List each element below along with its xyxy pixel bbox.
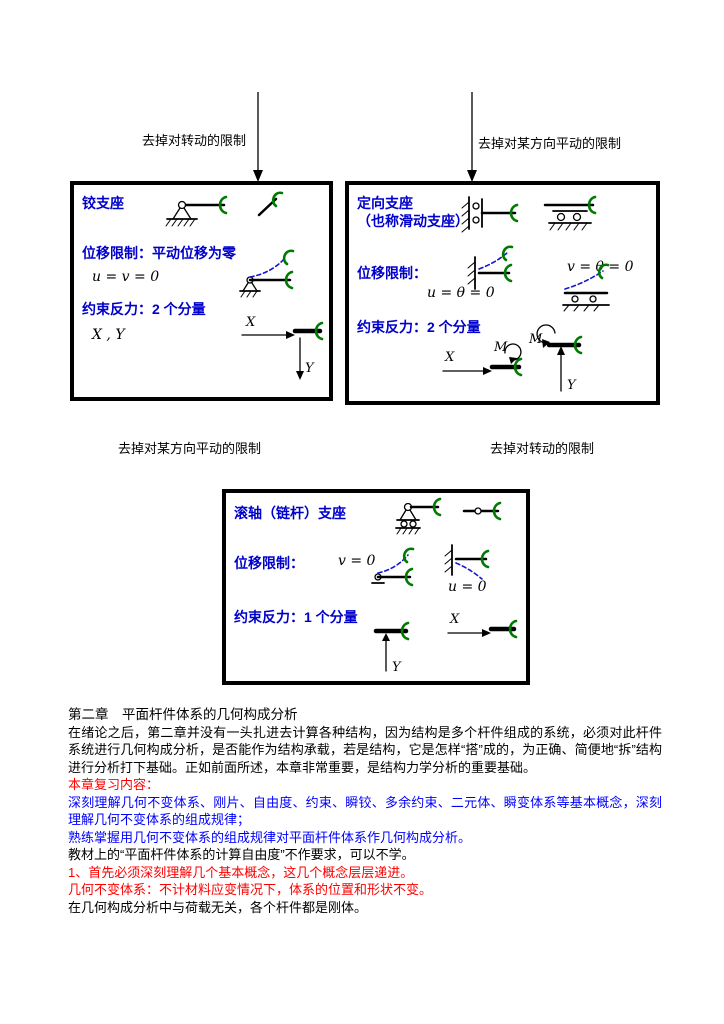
directional-deflection-right: [562, 263, 610, 312]
hinge-displacement-label: 位移限制：平动位移为零: [82, 245, 236, 261]
mid-left-caption: 去掉对某方向平动的限制: [118, 441, 262, 456]
directional-box-diagram: X M M Y: [442, 195, 610, 393]
review-item-2: 熟练掌握用几何不变体系的组成规律对平面杆件体系作几何构成分析。: [68, 829, 472, 845]
chapter-title: 第二章 平面杆件体系的几何构成分析: [68, 707, 298, 722]
pin-support-icon: [165, 200, 226, 227]
force-label-y: Y: [392, 660, 402, 675]
roller-eq-left: v = 0: [338, 553, 376, 569]
directional-displacement-label: 位移限制：: [357, 265, 427, 281]
body-text-section: 第二章 平面杆件体系的几何构成分析 在绪论之后，第二章并没有一头扎进去计算各种结…: [68, 706, 662, 916]
roller-box-diagram: Y X: [371, 497, 518, 675]
review-item-1: 深刻理解几何不变体系、刚片、自由度、约束、瞬铰、多余约束、二元体、瞬变体系等基本…: [68, 794, 662, 828]
roller-support-box: 滚轴（链杆）支座 位移限制： v = 0 u = 0 约束反力：1 个分量: [222, 489, 530, 685]
force-label-y: Y: [305, 361, 315, 376]
hinge-reaction-diagram: X Y: [241, 315, 324, 380]
force-label-y: Y: [567, 378, 577, 393]
down-arrow-icon: [253, 92, 263, 182]
directional-reaction-label: 约束反力：2 个分量: [357, 319, 481, 335]
moment-label: M: [493, 340, 508, 355]
hinge-box-diagram: X Y: [165, 191, 324, 380]
hinge-displacement-eq: u = v = 0: [92, 269, 160, 285]
roller-displacement-label: 位移限制：: [234, 555, 304, 571]
textbook-note: 教材上的“平面杆件体系的计算自由度”不作要求，可以不学。: [68, 847, 415, 862]
force-label-x: X: [245, 315, 256, 330]
green-hook-icon: [218, 195, 228, 215]
roller-deflection-v: [371, 547, 415, 587]
directional-deflection-left: [467, 245, 514, 290]
roller-reaction-label: 约束反力：1 个分量: [234, 609, 358, 625]
roller-deflection-u: [444, 544, 490, 580]
roller-reaction-x: X: [447, 612, 518, 639]
hinge-support-box: 铰支座 位移限制：平动位移为零 u = v = 0 约束反力：2 个分量 X ,…: [70, 181, 333, 401]
directional-support-box: 定向支座 （也称滑动支座） 位移限制： u = θ = 0 v = θ = 0 …: [345, 181, 660, 405]
hinge-deflection-diagram: [239, 249, 295, 298]
hinge-reaction-components: X , Y: [92, 327, 125, 343]
definition-line: 几何不变体系：不计材料应变情况下，体系的位置和形状不变。: [68, 882, 433, 897]
review-heading: 本章复习内容：: [68, 777, 160, 792]
down-arrow-icon: [467, 92, 477, 182]
force-label-x: X: [444, 350, 455, 365]
directional-reaction-x: X M: [442, 340, 523, 377]
hinge-reaction-label: 约束反力：2 个分量: [82, 301, 206, 317]
hinge-box-title: 铰支座: [82, 195, 124, 211]
directional-support-under-icon: [543, 195, 597, 231]
key-point-1: 1、首先必须深刻理解几个基本概念，这几个概念层层递进。: [68, 864, 414, 880]
directional-box-title-line2: （也称滑动支座）: [357, 213, 469, 229]
directional-support-side-icon: [461, 196, 519, 233]
top-right-arrow-label: 去掉对某方向平动的限制: [478, 136, 622, 151]
intro-paragraph: 在绪论之后，第二章并没有一头扎进去计算各种结构，因为结构是多个杆件组成的系统，必…: [68, 724, 662, 775]
directional-box-title-line1: 定向支座: [357, 195, 413, 211]
roller-support-icon: [395, 497, 442, 535]
moment-label: M: [528, 332, 543, 347]
directional-eq-left: u = θ = 0: [427, 285, 495, 301]
directional-reaction-y: M Y: [528, 324, 583, 393]
roller-reaction-y: Y: [373, 621, 410, 675]
roller-eq-right: u = 0: [448, 579, 487, 595]
link-rod-icon: [257, 191, 284, 217]
force-label-x: X: [449, 612, 460, 627]
top-left-arrow-label: 去掉对转动的限制: [142, 133, 247, 148]
mid-right-caption: 去掉对转动的限制: [490, 441, 595, 456]
roller-box-title: 滚轴（链杆）支座: [234, 505, 346, 521]
rigid-body-note: 在几何构成分析中与荷载无关，各个杆件都是刚体。: [68, 899, 368, 915]
link-rod-icon: [462, 501, 502, 521]
